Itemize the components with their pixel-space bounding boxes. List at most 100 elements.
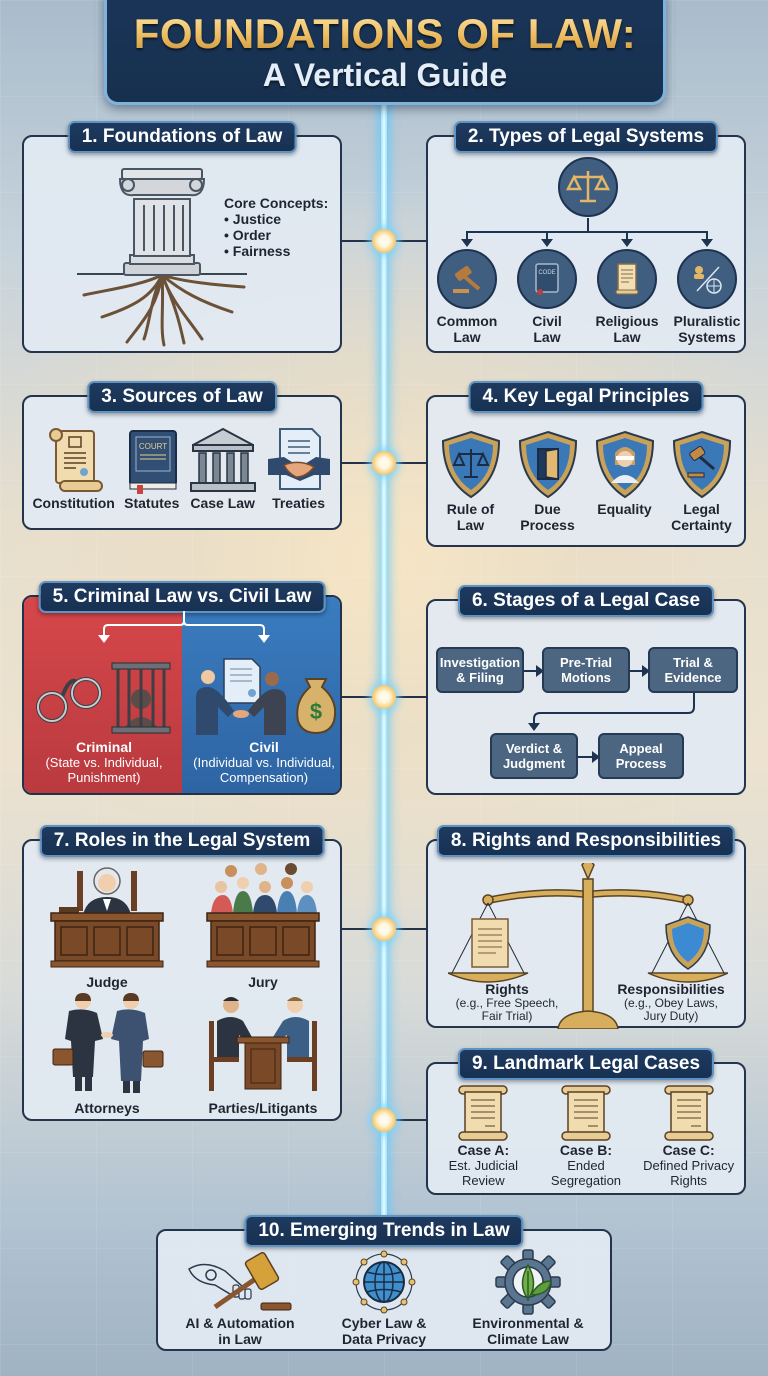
stage-step-1: Investigation& Filing [436,647,524,693]
role-attorneys: Attorneys [32,991,182,1116]
arrow-right-icon [630,665,650,677]
statute-book-icon: COURT [128,430,177,494]
system-pluralistic: Pluralistic Systems [667,249,747,345]
timeline-node [372,229,396,253]
rights-description: Rights (e.g., Free Speech, Fair Trial) [455,981,559,1023]
trend-ai-automation: AI & Automation in Law [170,1249,310,1347]
shield-scales-icon [441,430,500,499]
section-criminal-vs-civil: 5. Criminal Law vs. Civil Law $ Criminal… [22,581,342,795]
timeline-node [372,1108,396,1132]
system-civil-law: CODE Civil Law [507,249,587,345]
attorneys-handshake-icon [52,993,164,1093]
timeline-connector [372,1119,426,1121]
arrow-right-icon [578,751,600,763]
concept-item: • Justice [224,211,282,227]
section-rights-responsibilities: 8. Rights and Responsibilities Rights (e… [426,825,746,1029]
constitution-scroll-icon [48,428,103,492]
scroll-icon [561,1085,611,1141]
section-header: 8. Rights and Responsibilities [436,825,736,857]
section-landmark-cases: 9. Landmark Legal Cases Case A: Est. Jud… [426,1048,746,1195]
system-religious-law: Religious Law [587,249,667,345]
gavel-icon [437,249,497,309]
shield-door-icon [518,430,577,499]
code-book-icon: CODE [517,249,577,309]
title-banner: FOUNDATIONS OF LAW: A Vertical Guide [104,0,666,105]
judge-bench-icon [50,867,164,968]
role-judge: Judge [32,859,182,990]
arrow-return-icon [528,693,695,731]
scales-icon [558,157,618,217]
source-constitution: Constitution [32,425,115,511]
timeline-spine [381,100,387,1230]
stage-step-3: Trial &Evidence [648,647,738,693]
section-header: 10. Emerging Trends in Law [244,1215,524,1247]
principle-legal-certainty: Legal Certainty [670,429,734,533]
handshake-document-icon [267,428,330,490]
case-a: Case A: Est. Judicial Review [433,1084,533,1188]
handcuffs-jail-icon [36,662,171,734]
role-parties: Parties/Litigants [188,991,338,1116]
network-globe-icon [677,249,737,309]
section-legal-systems: 2. Types of Legal Systems Common Law COD… [426,121,747,353]
concept-item: • Fairness [224,243,291,259]
timeline-node [372,451,396,475]
section-sources: 3. Sources of Law Constitution COURT Sta… [22,381,342,530]
section-principles: 4. Key Legal Principles Rule of Law Due … [426,381,746,547]
section-header: 9. Landmark Legal Cases [457,1048,715,1080]
shield-lady-justice-icon [595,430,654,499]
system-common-law: Common Law [427,249,507,345]
section-header: 3. Sources of Law [87,381,277,413]
robot-gavel-icon [188,1251,292,1311]
split-arrows-icon [98,611,270,643]
criminal-description: Criminal (State vs. Individual, Punishme… [45,739,163,785]
shield-gavel-icon [672,430,731,499]
civil-description: Civil (Individual vs. Individual, Compen… [193,739,335,785]
svg-text:CODE: CODE [538,270,555,276]
section-header: 4. Key Legal Principles [468,381,704,413]
role-jury: Jury [188,859,338,990]
section-header: 5. Criminal Law vs. Civil Law [38,581,326,613]
trend-environmental: Environmental & Climate Law [458,1249,598,1347]
balance-scale-icon [448,863,728,1029]
section-roles: 7. Roles in the Legal System Judge Jury [22,825,342,1121]
section-header: 6. Stages of a Legal Case [457,585,715,617]
network-globe-icon [352,1250,416,1314]
source-case-law: Case Law [189,425,257,511]
scroll-icon [663,1085,714,1141]
litigants-table-icon [209,997,317,1091]
section-header: 2. Types of Legal Systems [453,121,719,153]
scroll-icon [597,249,657,309]
source-statutes: COURT Statutes [124,425,180,511]
section-header: 7. Roles in the Legal System [39,825,325,857]
concept-item: • Order [224,227,271,243]
section-header: 1. Foundations of Law [67,121,297,153]
jury-box-icon [206,863,320,968]
courthouse-icon [189,427,256,492]
core-concepts: Core Concepts: • Justice • Order • Fairn… [224,195,328,259]
principle-equality: Equality [593,429,657,533]
scroll-icon [458,1085,509,1141]
case-c: Case C: Defined Privacy Rights [639,1084,739,1188]
handshake-moneybag-icon: $ [196,658,337,735]
stage-step-4: Verdict &Judgment [490,733,578,779]
timeline-node [372,917,396,941]
case-b: Case B: Ended Segregation [536,1084,636,1188]
timeline-node [372,685,396,709]
section-case-stages: 6. Stages of a Legal Case Investigation&… [426,585,746,795]
svg-text:COURT: COURT [139,442,167,451]
pillar-with-roots-icon [77,168,247,347]
arrow-right-icon [524,665,544,677]
page-title: FOUNDATIONS OF LAW: [107,12,663,56]
gear-leaf-icon [495,1249,561,1315]
trend-cyber-law: Cyber Law & Data Privacy [314,1249,454,1347]
page-subtitle: A Vertical Guide [262,57,508,93]
responsibilities-description: Responsibilities (e.g., Obey Laws, Jury … [617,981,725,1023]
source-treaties: Treaties [266,425,332,511]
principle-due-process: Due Process [516,429,580,533]
principle-rule-of-law: Rule of Law [439,429,503,533]
core-concepts-title: Core Concepts: [224,195,329,211]
section-foundations: 1. Foundations of Law Core Concepts: • J… [22,121,342,353]
section-emerging-trends: 10. Emerging Trends in Law AI & Automati… [156,1215,612,1351]
